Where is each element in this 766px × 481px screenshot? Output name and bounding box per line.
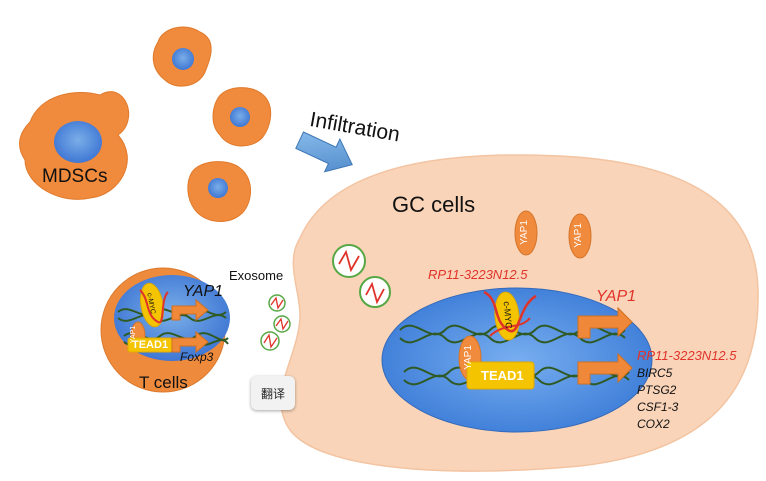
infiltration-arrow [295, 131, 353, 173]
mdsc-cell-2 [212, 87, 272, 147]
yap1-cytoplasm-label-1: YAP1 [518, 220, 530, 245]
exosome-label: Exosome [229, 268, 284, 283]
foxp3-label: Foxp3 [180, 350, 214, 364]
target-gene-4: CSF1-3 [637, 400, 679, 414]
yap1-cytoplasm-label-2: YAP1 [572, 223, 584, 248]
tead1-gc-label: TEAD1 [481, 368, 524, 383]
t-cells-label: T cells [139, 373, 188, 392]
exosome-particles [260, 244, 391, 351]
lnc-cytoplasm-label: RP11-3223N12.5 [428, 267, 528, 282]
yap1-gc-label: YAP1 [596, 288, 637, 305]
yap1-tcell-label: YAP1 [183, 283, 224, 300]
translate-button[interactable]: 翻译 [251, 376, 295, 410]
mdscs-label: MDSCs [42, 166, 108, 187]
gc-cells-label: GC cells [392, 192, 476, 217]
tead1-tcell-label: TEAD1 [132, 339, 169, 351]
target-gene-5: COX2 [637, 417, 670, 431]
target-gene-3: PTSG2 [637, 383, 677, 397]
target-gene-2: BIRC5 [637, 366, 673, 380]
yap1-nucleus-label: YAP1 [462, 345, 474, 370]
mdsc-cell-large [19, 91, 130, 200]
mdsc-cell-1 [152, 26, 212, 87]
target-gene-1: RP11-3223N12.5 [637, 348, 737, 363]
yap1-tcell-small-label: YAP1 [130, 325, 138, 344]
yap1-cytoplasm [514, 210, 592, 259]
gc-nucleus [381, 287, 653, 433]
mdsc-cell-3 [187, 161, 251, 222]
t-cell [100, 267, 230, 393]
